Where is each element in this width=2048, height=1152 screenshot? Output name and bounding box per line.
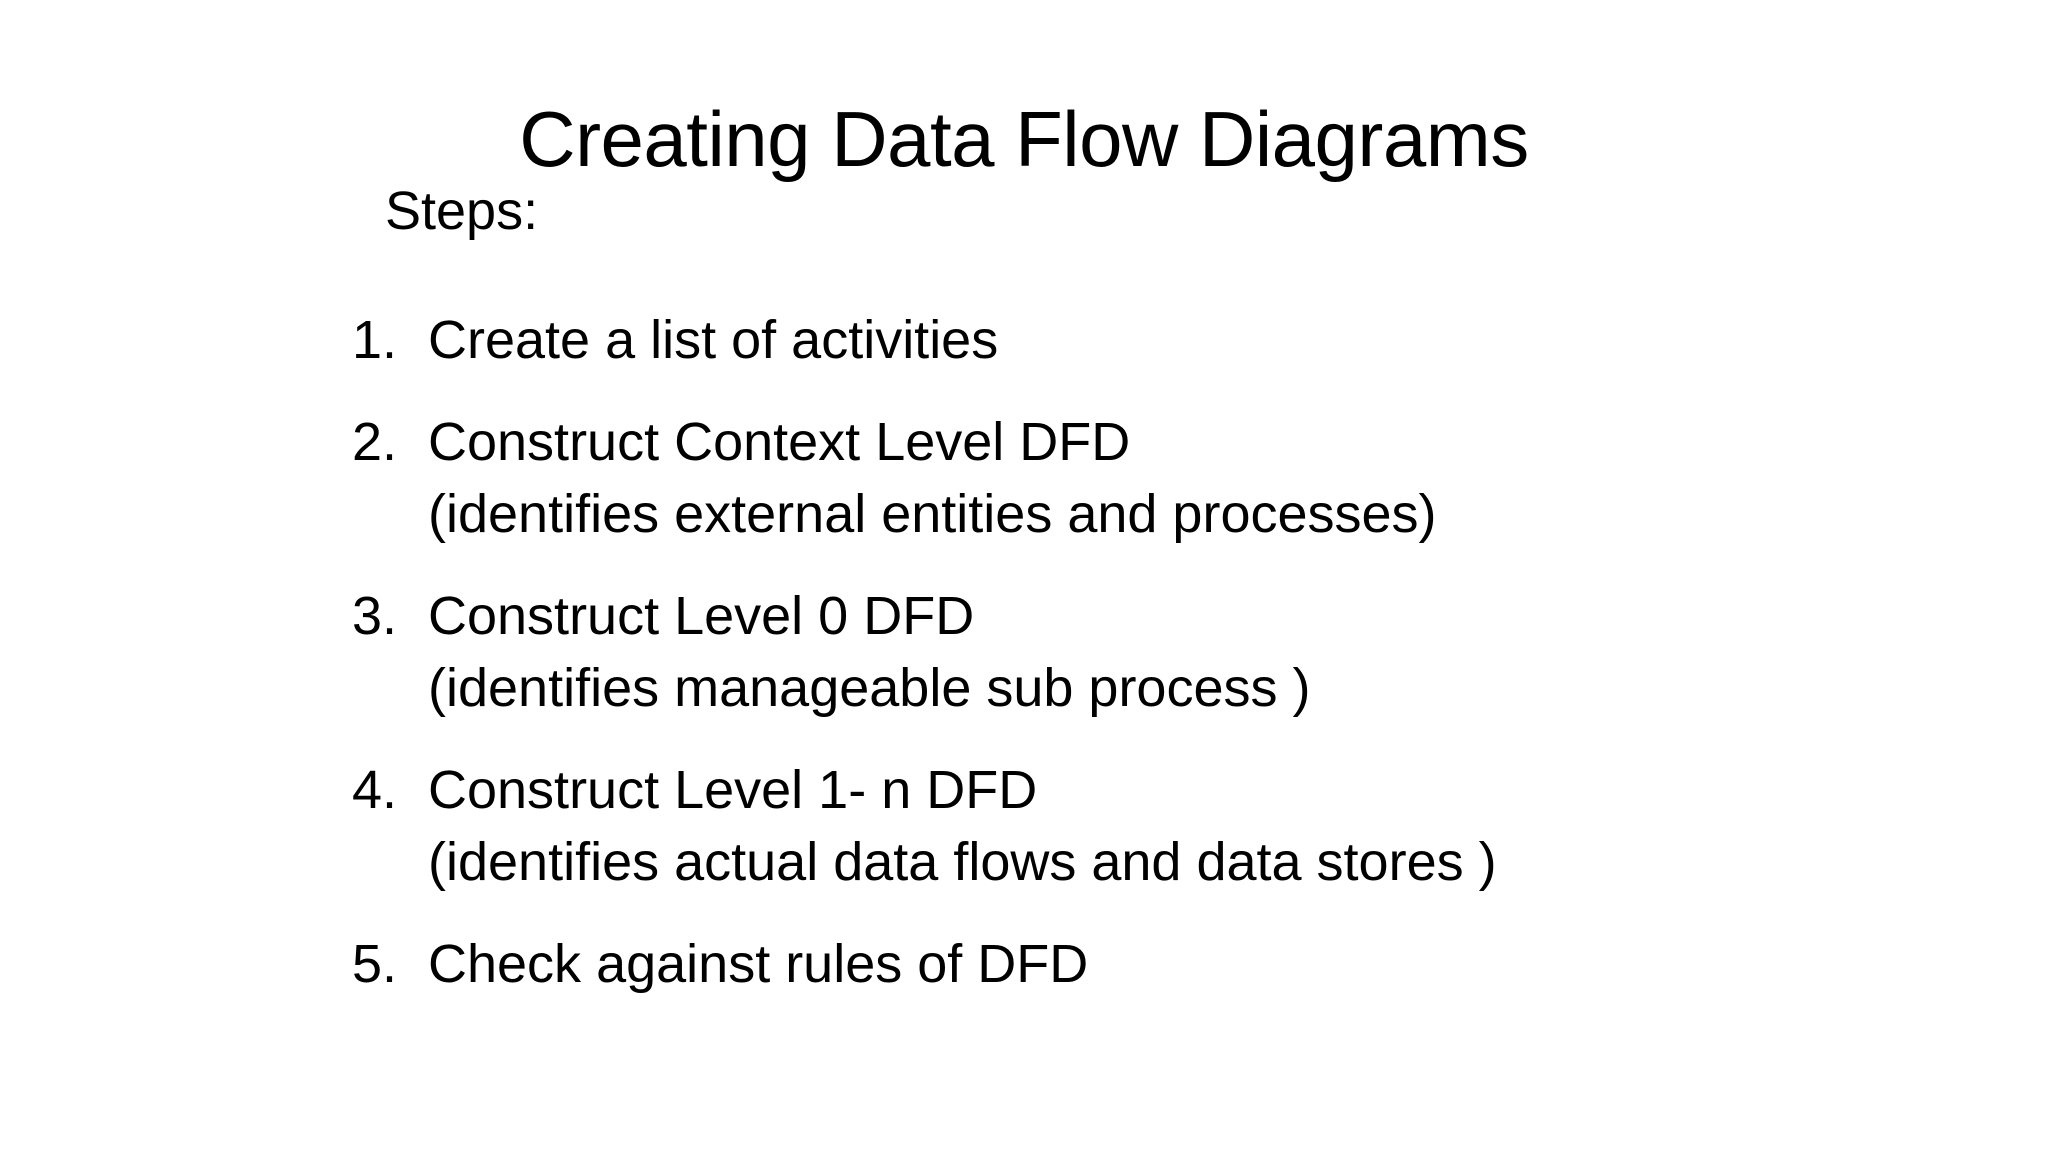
list-item-detail: (identifies external entities and proces… [428,484,1437,544]
page-title: Creating Data Flow Diagrams [519,95,1529,184]
steps-list: 1. Create a list of activities 2. Constr… [352,305,1912,1031]
list-item-body: Check against rules of DFD [428,929,1912,999]
list-item-body: Construct Context Level DFD (identifies … [428,407,1912,549]
list-item-number: 4. [352,760,398,820]
list-item-text: Construct Context Level DFD [428,412,1131,472]
list-item-number: 2. [352,412,398,472]
list-item: 2. Construct Context Level DFD (identifi… [352,407,1912,549]
list-item-text: Check against rules of DFD [428,934,1089,994]
list-item-detail: (identifies manageable sub process ) [428,658,1311,718]
list-item: 5. Check against rules of DFD [352,929,1912,999]
list-item-number: 5. [352,934,398,994]
list-item-body: Create a list of activities [428,305,1912,375]
list-item-number: 1. [352,310,398,370]
list-item: 4. Construct Level 1- n DFD (identifies … [352,755,1912,897]
steps-label: Steps: [385,181,539,241]
list-item: 1. Create a list of activities [352,305,1912,375]
list-item-detail: (identifies actual data flows and data s… [428,832,1497,892]
list-item-text: Construct Level 1- n DFD [428,760,1038,820]
list-item-body: Construct Level 0 DFD (identifies manage… [428,581,1912,723]
list-item-body: Construct Level 1- n DFD (identifies act… [428,755,1912,897]
list-item: 3. Construct Level 0 DFD (identifies man… [352,581,1912,723]
list-item-text: Construct Level 0 DFD [428,586,975,646]
list-item-text: Create a list of activities [428,310,999,370]
list-item-number: 3. [352,586,398,646]
